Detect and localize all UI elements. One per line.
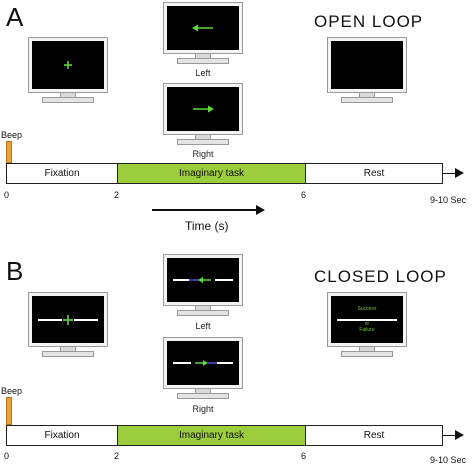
tick-6-feedback: 6 — [301, 451, 307, 461]
tick-2: 2 — [114, 190, 120, 200]
beep-marker-feedback — [6, 397, 12, 425]
panel-b-title: CLOSED LOOP — [314, 267, 447, 286]
segment-imaginary-task: Imaginary task — [117, 426, 305, 445]
beep-label: Beep — [1, 130, 23, 140]
left-caption: Left — [195, 68, 211, 78]
timeline: Fixation Imaginary task Rest — [6, 163, 443, 184]
beep-label-feedback: Beep — [1, 386, 23, 396]
monitor-base — [177, 393, 229, 399]
monitor-base — [177, 310, 229, 316]
time-arrow-icon — [152, 209, 258, 211]
monitor-base — [42, 97, 94, 103]
arrow-left-icon — [192, 24, 213, 32]
feedback-line-icon — [337, 319, 397, 321]
panel-b-letter: B — [6, 256, 24, 286]
segment-fixation: Fixation — [44, 168, 80, 179]
left-caption-feedback: Left — [195, 321, 211, 331]
timeline-arrowhead — [455, 168, 464, 178]
tick-0-feedback: 0 — [4, 451, 10, 461]
feedback-text-failure: Failure — [359, 327, 375, 333]
arrow-left-icon — [173, 277, 233, 283]
monitor-base — [341, 97, 393, 103]
rest-monitor — [327, 37, 407, 104]
time-label: Time (s) — [185, 219, 229, 233]
beep-marker — [6, 141, 12, 163]
monitor-base — [177, 58, 229, 64]
fixation-monitor — [28, 37, 108, 104]
timeline-axis-feedback — [443, 435, 457, 436]
feedback-text-success: Success — [357, 306, 377, 312]
left-cue-monitor-feedback — [163, 254, 243, 318]
tick-2-feedback: 2 — [114, 451, 120, 461]
timeline-arrowhead-feedback — [455, 430, 464, 440]
tick-end: 9-10 Sec — [430, 195, 467, 205]
monitor-base — [341, 351, 393, 357]
right-caption-feedback: Right — [192, 404, 214, 414]
arrow-right-icon — [193, 105, 214, 113]
right-cue-monitor — [163, 83, 243, 147]
tick-0: 0 — [4, 190, 10, 200]
tick-end-feedback: 9-10 Sec — [430, 455, 467, 465]
panel-a-title: OPEN LOOP — [314, 12, 424, 31]
left-cue-monitor — [163, 2, 243, 66]
fixation-monitor-feedback — [28, 292, 108, 358]
segment-imaginary-task: Imaginary task — [117, 164, 305, 183]
feedback-monitor: Success or Failure — [327, 292, 407, 358]
feedback-text-or: or — [364, 321, 370, 327]
monitor-screen — [331, 41, 403, 89]
timeline-axis — [443, 173, 457, 174]
panel-a-letter: A — [6, 2, 24, 32]
segment-rest: Rest — [305, 426, 442, 445]
segment-fixation: Fixation — [44, 430, 80, 441]
right-caption: Right — [192, 149, 214, 159]
arrow-right-icon — [173, 360, 233, 366]
segment-rest: Rest — [305, 164, 442, 183]
monitor-base — [177, 139, 229, 145]
right-cue-monitor-feedback — [163, 337, 243, 401]
time-arrow-head — [256, 205, 265, 215]
monitor-base — [42, 351, 94, 357]
tick-6: 6 — [301, 190, 307, 200]
timeline-feedback: Fixation Imaginary task Rest — [6, 425, 443, 446]
fixation-cross-icon — [64, 61, 72, 69]
feedback-bar-icon — [38, 315, 98, 325]
